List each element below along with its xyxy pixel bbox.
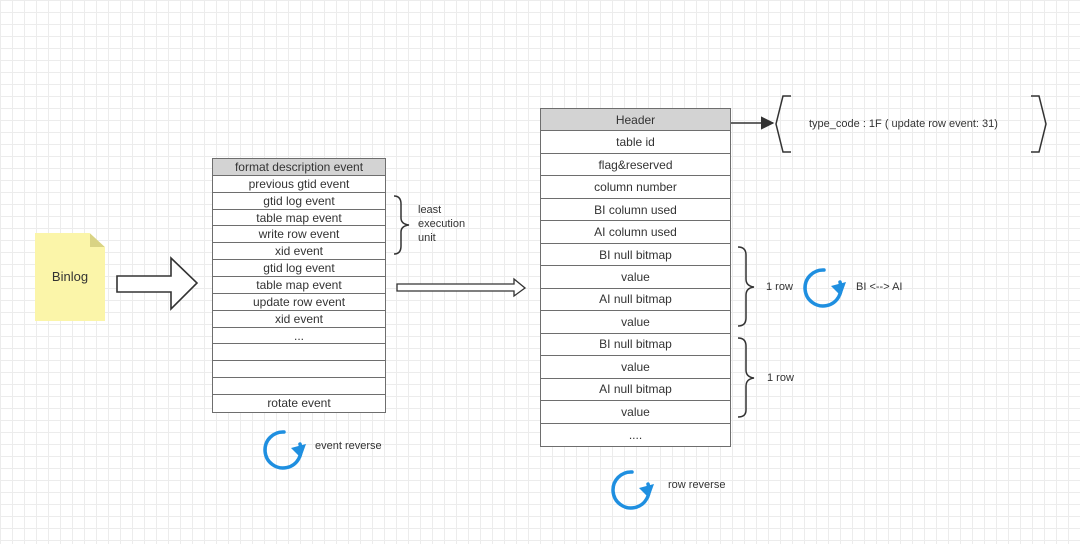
row-event-field: value	[541, 401, 730, 424]
event-item: gtid log event	[213, 260, 385, 278]
binlog-note-label: Binlog	[51, 269, 89, 284]
event-item: ...	[213, 328, 385, 345]
row-reverse-label: row reverse	[668, 479, 726, 491]
row-group-brace-2	[737, 337, 755, 418]
row-event-field: column number	[541, 176, 730, 199]
event-item: previous gtid event	[213, 176, 385, 193]
row-event-field: value	[541, 311, 730, 334]
event-list-table: format description event previous gtid e…	[212, 158, 386, 413]
row-group-label-1: 1 row	[766, 281, 793, 293]
row-event-field: BI null bitmap	[541, 244, 730, 267]
bi-ai-label: BI <--> AI	[856, 281, 903, 293]
event-item: write row event	[213, 226, 385, 244]
event-item	[213, 378, 385, 396]
execution-unit-label: least execution unit	[418, 204, 466, 244]
type-code-bracket-right	[1031, 95, 1047, 153]
event-item: xid event	[213, 311, 385, 328]
event-item	[213, 344, 385, 362]
event-reverse-icon	[263, 430, 306, 470]
event-item	[213, 361, 385, 379]
execution-unit-brace	[393, 195, 410, 255]
event-item: table map event	[213, 277, 385, 294]
row-event-field: value	[541, 266, 730, 289]
event-item: update row event	[213, 294, 385, 311]
row-event-field: ....	[628, 427, 643, 442]
row-group-brace-1	[737, 246, 755, 327]
type-code-label: type_code : 1F ( update row event: 31)	[809, 118, 998, 130]
binlog-note: Binlog	[35, 233, 105, 321]
event-item: xid event	[213, 243, 385, 261]
row-event-field: BI column used	[541, 199, 730, 222]
row-group-label-2: 1 row	[767, 372, 794, 384]
type-code-bracket-left	[775, 95, 791, 153]
event-item: rotate event	[267, 396, 331, 411]
hollow-arrow-binlog-to-events	[116, 256, 199, 311]
event-list-header: format description event	[213, 159, 385, 176]
row-event-field: AI column used	[541, 221, 730, 244]
hollow-arrow-events-to-rows	[396, 277, 527, 298]
event-reverse-label: event reverse	[315, 440, 382, 452]
row-event-field: value	[541, 356, 730, 379]
row-event-header: Header	[541, 109, 730, 132]
row-event-field: AI null bitmap	[541, 289, 730, 312]
row-event-field: BI null bitmap	[541, 334, 730, 357]
event-item: gtid log event	[213, 193, 385, 210]
bi-ai-reverse-icon	[803, 268, 846, 308]
row-event-field: flag&reserved	[541, 154, 730, 177]
event-item: table map event	[213, 210, 385, 227]
row-event-field: table id	[541, 131, 730, 154]
row-event-field: AI null bitmap	[541, 379, 730, 402]
row-event-table: Header table id flag&reserved column num…	[540, 108, 731, 448]
row-reverse-icon	[611, 470, 654, 510]
